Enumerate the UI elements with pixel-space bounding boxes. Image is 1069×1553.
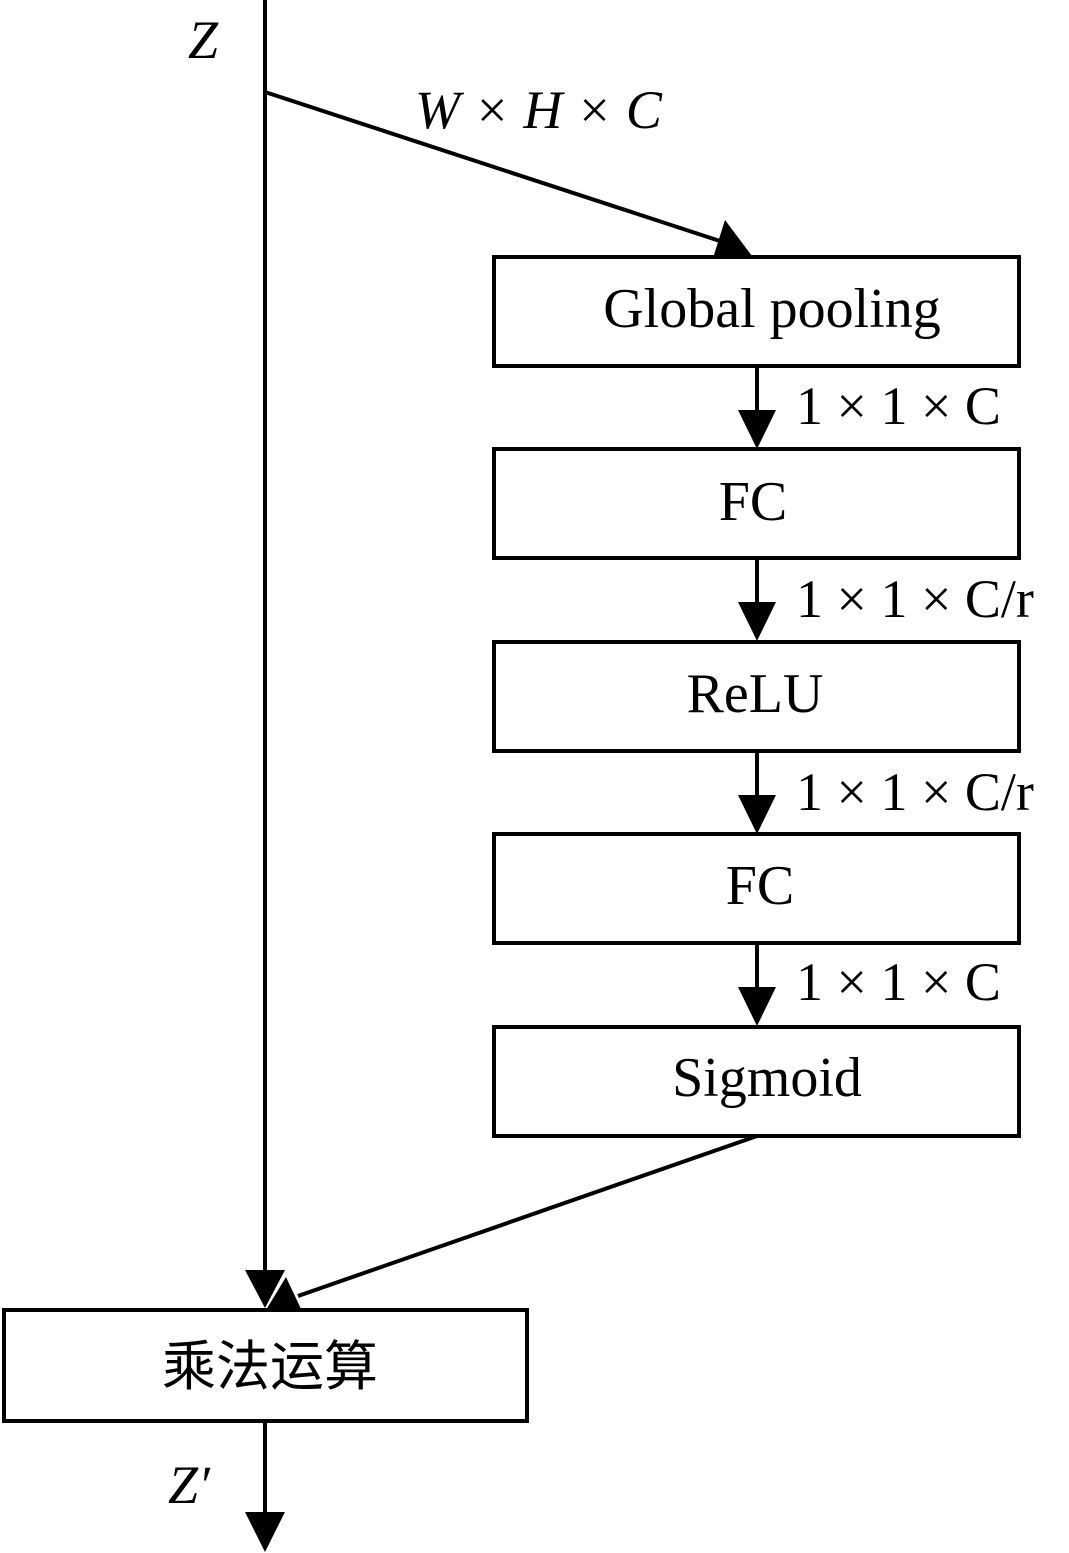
output-arrowhead — [245, 1512, 285, 1552]
relu-label: ReLU — [687, 663, 824, 725]
relu-block — [492, 640, 1021, 753]
arrow-3-head — [738, 795, 776, 834]
input-label: Z — [188, 10, 219, 70]
edge-label-2: 1 × 1 × C/r — [796, 569, 1034, 629]
global-pooling-block — [492, 255, 1021, 368]
output-label: Z′ — [168, 1455, 211, 1515]
multiplication-block — [2, 1308, 529, 1423]
branch-line — [264, 90, 727, 245]
arrow-1-head — [738, 410, 776, 449]
input-dims-label: W × H × C — [415, 80, 663, 140]
branch-arrowhead — [713, 220, 752, 258]
sigmoid-label: Sigmoid — [672, 1047, 862, 1109]
gate-return-line — [297, 1134, 758, 1298]
global-pooling-label: Global pooling — [603, 278, 941, 340]
arrow-4-head — [738, 987, 776, 1026]
sigmoid-block — [492, 1025, 1021, 1138]
edge-label-1: 1 × 1 × C — [796, 376, 1001, 436]
fc-label-1: FC — [719, 471, 788, 533]
fc-label-2: FC — [726, 855, 795, 917]
arrow-2-head — [738, 602, 776, 641]
edge-label-3: 1 × 1 × C/r — [796, 762, 1034, 822]
gate-return-arrowhead — [266, 1277, 302, 1311]
skip-arrowhead — [245, 1270, 285, 1308]
multiplication-label: 乘法运算 — [162, 1335, 378, 1398]
edge-label-4: 1 × 1 × C — [796, 952, 1001, 1012]
